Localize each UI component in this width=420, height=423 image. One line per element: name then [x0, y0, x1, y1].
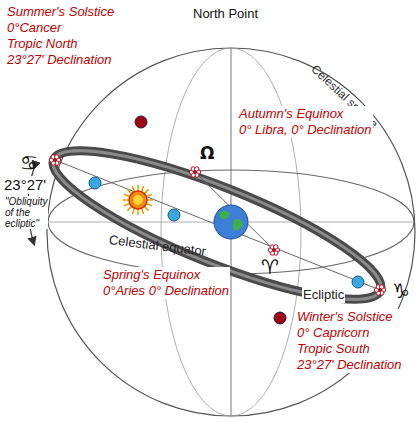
pole-label: North Point — [192, 6, 259, 22]
sphere-outline — [47, 48, 415, 416]
blue-dot — [352, 276, 364, 288]
equinox-note: Spring's Equinox 0°Aries 0° Declination — [102, 267, 230, 299]
meridian — [161, 48, 301, 416]
red-dot — [274, 312, 286, 324]
obliquity-note: "Obliquity of the ecliptic" — [4, 196, 48, 229]
sun — [123, 185, 153, 215]
zodiac-symbol: Ω — [200, 143, 214, 163]
ecliptic-label: Ecliptic — [302, 287, 345, 303]
zodiac-symbol: ♈ — [261, 255, 279, 279]
equinox-line — [195, 172, 274, 250]
blue-dot — [168, 209, 180, 221]
zodiac-symbol: ♑ — [392, 279, 410, 303]
equinox-note: Autumn's Equinox 0° Libra, 0° Declinatio… — [238, 106, 373, 138]
angle-value: 23°27' — [3, 176, 47, 194]
ecliptic-band — [39, 124, 394, 325]
solstice-note: Summer's Solstice 0°Cancer Tropic North … — [6, 4, 115, 68]
solstice-note: Winter's Solstice 0° Capricorn Tropic So… — [296, 309, 403, 373]
earth — [214, 205, 248, 239]
red-dot — [135, 116, 147, 128]
blue-dot — [89, 177, 101, 189]
zodiac-symbol: ♋ — [20, 151, 38, 175]
